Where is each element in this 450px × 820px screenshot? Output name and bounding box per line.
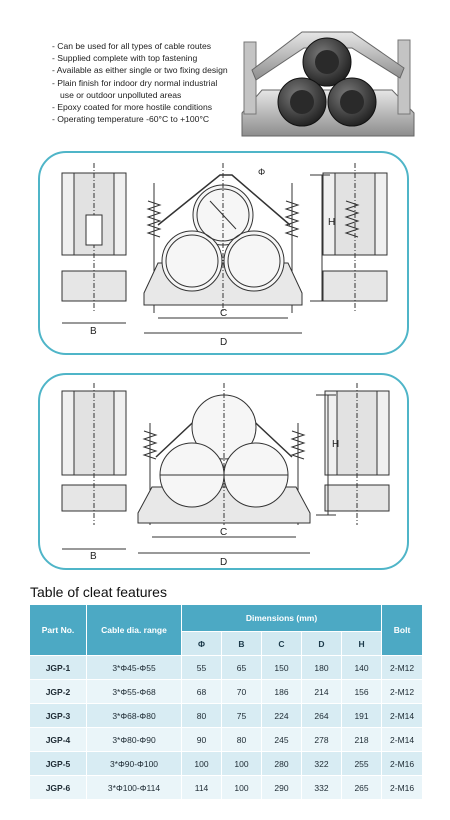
header-c: C [261, 631, 302, 656]
cell-d: 322 [301, 751, 342, 776]
header-bolt: Bolt [381, 604, 424, 656]
cell-b: 65 [221, 655, 262, 680]
cell-phi: 80 [181, 703, 222, 728]
table-row: JGP-2 3*Φ55-Φ68 68 70 186 214 156 2-M12 [29, 679, 424, 704]
table-row: JGP-6 3*Φ100-Φ114 114 100 290 332 265 2-… [29, 775, 424, 800]
cell-range: 3*Φ45-Φ55 [86, 655, 182, 680]
cell-range: 3*Φ90-Φ100 [86, 751, 182, 776]
cell-bolt: 2-M12 [381, 679, 424, 704]
dim-label-h: H [332, 439, 339, 450]
cell-d: 180 [301, 655, 342, 680]
table-row: JGP-3 3*Φ68-Φ80 80 75 224 264 191 2-M14 [29, 703, 424, 728]
header-part-no: Part No. [29, 604, 87, 656]
cell-range: 3*Φ100-Φ114 [86, 775, 182, 800]
header-phi: Φ [181, 631, 222, 656]
cell-range: 3*Φ68-Φ80 [86, 703, 182, 728]
cell-d: 214 [301, 679, 342, 704]
dim-label-h: H [328, 217, 335, 228]
cleat-drawing-2: H B C D [61, 383, 390, 568]
feature-item: - Available as either single or two fixi… [52, 65, 228, 76]
cleat-product-photo [241, 31, 415, 137]
cell-part: JGP-3 [29, 703, 87, 728]
cell-phi: 114 [181, 775, 222, 800]
cleat-features-table: Part No. Cable dia. range Dimensions (mm… [29, 604, 424, 800]
dim-label-c: C [220, 308, 227, 319]
feature-list: - Can be used for all types of cable rou… [52, 40, 257, 125]
cell-h: 255 [340, 751, 383, 776]
feature-item: - Can be used for all types of cable rou… [52, 41, 212, 51]
cell-c: 224 [261, 703, 302, 728]
cell-range: 3*Φ80-Φ90 [86, 727, 182, 752]
cell-c: 150 [261, 655, 302, 680]
cell-d: 264 [301, 703, 342, 728]
cell-c: 186 [261, 679, 302, 704]
cell-phi: 55 [181, 655, 222, 680]
header-dimensions: Dimensions (mm) [180, 604, 383, 632]
cell-part: JGP-6 [29, 775, 87, 800]
cell-c: 280 [261, 751, 302, 776]
cell-b: 100 [221, 751, 262, 776]
cell-d: 332 [301, 775, 342, 800]
table-row: JGP-5 3*Φ90-Φ100 100 100 280 322 255 2-M… [29, 751, 424, 776]
cell-phi: 68 [181, 679, 222, 704]
cell-range: 3*Φ55-Φ68 [86, 679, 182, 704]
dim-label-d: D [220, 337, 227, 348]
cell-c: 290 [261, 775, 302, 800]
dim-label-d: D [220, 557, 227, 568]
cell-h: 218 [340, 727, 383, 752]
header-d: D [301, 631, 342, 656]
cell-phi: 90 [181, 727, 222, 752]
feature-item: - Supplied complete with top fastening [52, 53, 198, 64]
feature-item: - Plain finish for indoor dry normal ind… [52, 77, 218, 88]
cell-bolt: 2-M16 [381, 775, 424, 800]
dim-label-b: B [90, 551, 97, 562]
cell-bolt: 2-M12 [381, 655, 424, 680]
cell-h: 156 [340, 679, 383, 704]
cell-part: JGP-4 [29, 727, 87, 752]
cell-bolt: 2-M14 [381, 727, 424, 752]
cell-part: JGP-1 [29, 655, 87, 680]
drawing-panel-two-fixing: H B C D [38, 373, 409, 570]
drawing-panel-single-fixing: Φ H B C D [38, 151, 409, 355]
feature-item: - Operating temperature -60°C to +100°C [52, 114, 210, 125]
dim-label-b: B [90, 326, 97, 337]
cell-bolt: 2-M14 [381, 703, 424, 728]
feature-item: use or outdoor unpolluted areas [60, 89, 182, 100]
header-h: H [340, 631, 383, 656]
table-row: JGP-1 3*Φ45-Φ55 55 65 150 180 140 2-M12 [29, 655, 424, 680]
cell-d: 278 [301, 727, 342, 752]
cell-part: JGP-2 [29, 679, 87, 704]
cell-b: 80 [221, 727, 262, 752]
table-row: JGP-4 3*Φ80-Φ90 90 80 245 278 218 2-M14 [29, 727, 424, 752]
table-title: Table of cleat features [30, 584, 167, 600]
cell-h: 191 [340, 703, 383, 728]
header-b: B [221, 631, 262, 656]
cell-h: 140 [340, 655, 383, 680]
cell-b: 100 [221, 775, 262, 800]
cell-part: JGP-5 [29, 751, 87, 776]
cell-b: 70 [221, 679, 262, 704]
cell-h: 265 [340, 775, 383, 800]
cell-phi: 100 [181, 751, 222, 776]
header-cable-range: Cable dia. range [86, 604, 182, 656]
cell-c: 245 [261, 727, 302, 752]
cell-b: 75 [221, 703, 262, 728]
feature-item: - Epoxy coated for more hostile conditio… [52, 102, 213, 113]
dim-label-phi: Φ [258, 167, 265, 177]
dim-label-c: C [220, 527, 227, 538]
cell-bolt: 2-M16 [381, 751, 424, 776]
cleat-drawing-1: Φ H B C D [61, 163, 388, 348]
